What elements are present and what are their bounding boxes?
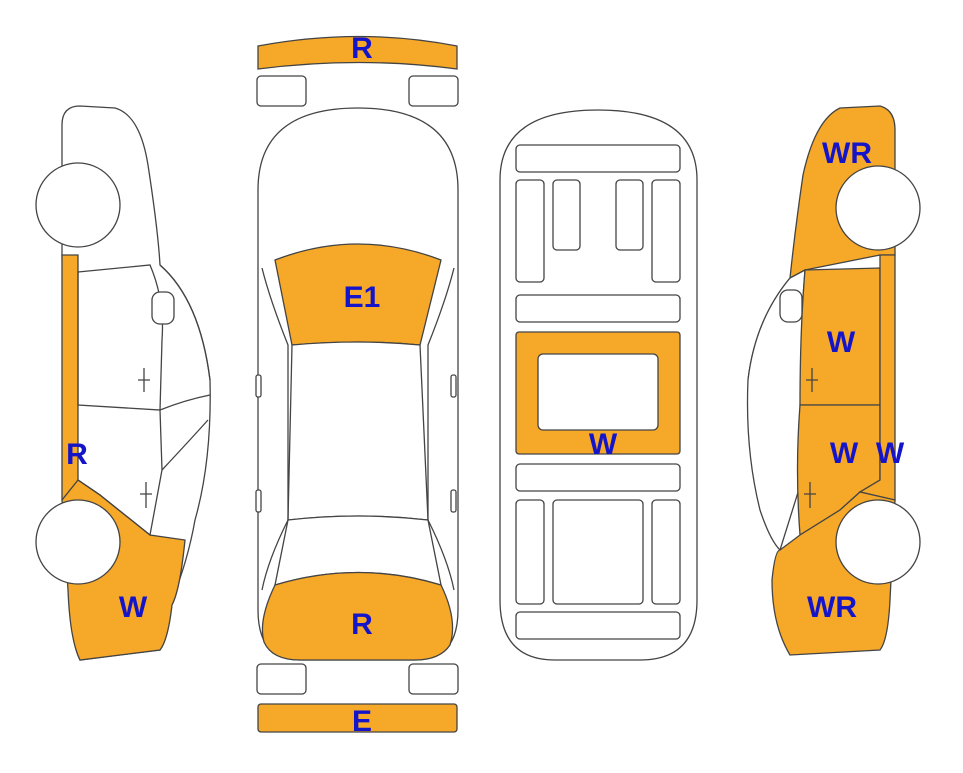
rear-seat-left <box>515 499 545 605</box>
code-left-door: R <box>66 438 88 471</box>
cabin-area <box>287 341 429 521</box>
sunroof <box>537 353 659 431</box>
left-door-handle-1 <box>138 368 150 392</box>
rear-seat-center <box>552 499 644 605</box>
left-side-mirror <box>151 291 175 325</box>
left-handle <box>255 489 262 513</box>
code-right-rocker: W <box>876 437 905 470</box>
right-headlight <box>408 75 459 107</box>
code-roof: W <box>589 428 618 461</box>
front-seat-left-inner <box>552 179 581 251</box>
right-handle <box>450 489 457 513</box>
code-right-front-fender: WR <box>822 137 872 170</box>
rear-bumper-panel[interactable] <box>257 703 458 733</box>
code-left-rear-quarter: W <box>119 591 148 624</box>
right-taillight <box>408 663 459 695</box>
code-right-front-door: W <box>827 326 856 359</box>
left-headlight <box>256 75 307 107</box>
left-window-line <box>159 264 211 471</box>
front-panel <box>515 144 681 173</box>
right-door-handle-1 <box>806 368 818 392</box>
right-rear-wheel <box>835 499 921 585</box>
left-front-wheel <box>35 162 121 248</box>
left-taillight <box>256 663 307 695</box>
code-trunk: R <box>351 608 373 641</box>
left-rear-wheel <box>35 499 121 585</box>
left-side-view <box>35 105 211 661</box>
left-door-handle-2 <box>140 482 152 508</box>
left-mirror <box>255 374 262 398</box>
code-front-bumper: R <box>351 32 373 65</box>
front-seat-left-outer <box>515 179 545 283</box>
interior-view <box>499 109 698 661</box>
code-rear-bumper: E <box>352 705 372 738</box>
front-seat-right-inner <box>615 179 644 251</box>
front-bumper-panel[interactable] <box>257 35 458 70</box>
rear-panel <box>515 611 681 640</box>
right-side-mirror <box>779 289 803 323</box>
right-side-view <box>746 105 921 656</box>
left-side-window <box>261 267 289 591</box>
rear-mid-panel <box>515 463 681 492</box>
damage-code-labels: R E1 R E W R W WR W W W WR <box>66 32 905 738</box>
right-side-window <box>427 267 455 591</box>
right-door-handle-2 <box>804 482 816 508</box>
rear-seat-right <box>651 499 681 605</box>
code-right-rear-door: W <box>830 437 859 470</box>
right-front-wheel <box>835 165 921 251</box>
mid-panel <box>515 294 681 323</box>
code-hood: E1 <box>344 281 381 314</box>
code-right-rear-quarter: WR <box>807 591 857 624</box>
front-seat-right-outer <box>651 179 681 283</box>
right-mirror <box>450 374 457 398</box>
trunk-panel[interactable] <box>261 571 454 661</box>
top-view <box>255 35 459 733</box>
